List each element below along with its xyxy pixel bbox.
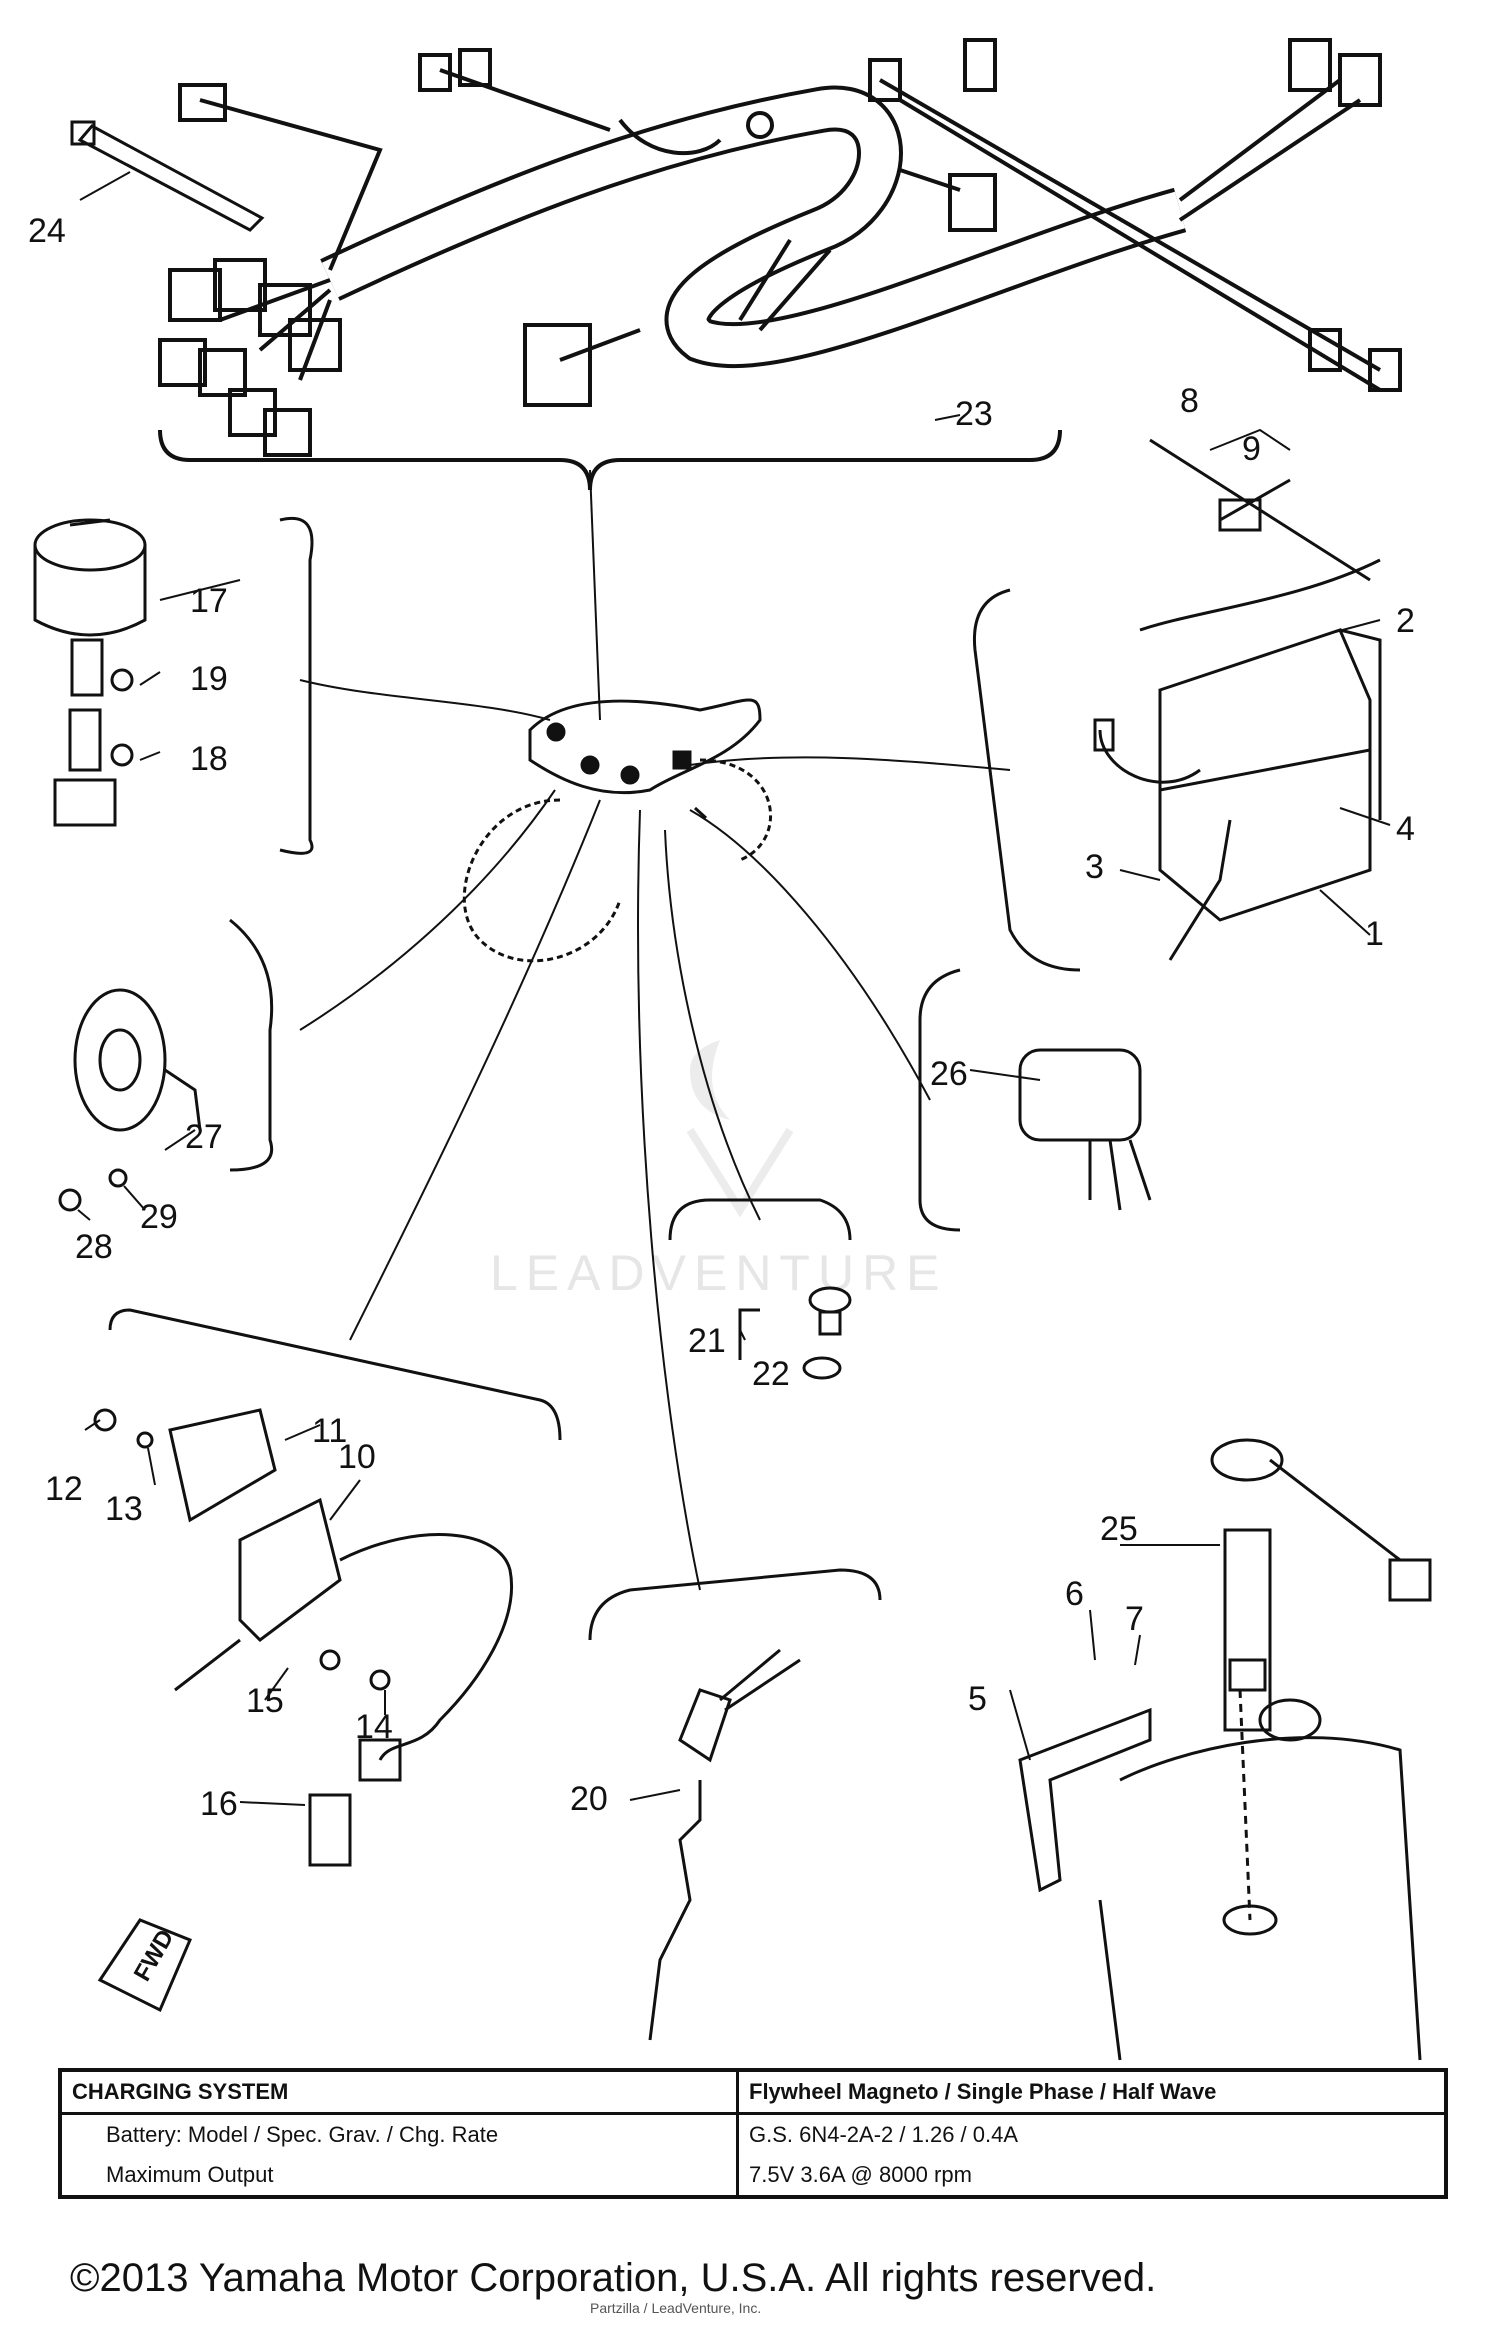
fwd-marker: FWD — [97, 1918, 192, 2013]
rectifier — [918, 968, 1152, 1232]
table-cell: Maximum Output — [106, 2162, 274, 2187]
table-row: CHARGING SYSTEM Flywheel Magneto / Singl… — [60, 2070, 1446, 2115]
callout-8: 8 — [1180, 382, 1199, 420]
ignition-coil — [93, 1308, 562, 1867]
callout-13: 13 — [105, 1490, 143, 1528]
table-cell: Flywheel Magneto / Single Phase / Half W… — [736, 2070, 1446, 2115]
table-row: Battery: Model / Spec. Grav. / Chg. Rate… — [60, 2113, 1446, 2155]
screw-washer — [668, 1198, 852, 1380]
watermark: LEADVENTURE — [490, 1040, 948, 1301]
callout-9: 9 — [1242, 430, 1261, 468]
wire-harness — [158, 38, 1402, 491]
callout-12: 12 — [45, 1470, 83, 1508]
callout-20: 20 — [570, 1780, 608, 1818]
callout-15: 15 — [246, 1682, 284, 1720]
table-row: Maximum Output 7.5V 3.6A @ 8000 rpm — [60, 2155, 1446, 2197]
callout-5: 5 — [968, 1680, 987, 1718]
table-cell: Battery: Model / Spec. Grav. / Chg. Rate — [106, 2122, 499, 2147]
table-cell: CHARGING SYSTEM — [60, 2070, 738, 2115]
callout-22: 22 — [752, 1355, 790, 1393]
callout-25: 25 — [1100, 1510, 1138, 1548]
horn — [58, 918, 274, 1212]
callout-18: 18 — [190, 740, 228, 778]
copyright-notice: ©2013 Yamaha Motor Corporation, U.S.A. A… — [70, 2256, 1157, 2300]
image-credit: Partzilla / LeadVenture, Inc. — [590, 2300, 762, 2316]
callout-23: 23 — [955, 395, 993, 433]
callout-leaders — [77, 171, 1391, 1806]
callout-19: 19 — [190, 660, 228, 698]
main-switch — [33, 517, 314, 855]
cable-tie — [70, 120, 265, 232]
charging-system-table: CHARGING SYSTEM Flywheel Magneto / Singl… — [58, 2068, 1448, 2199]
callout-29: 29 — [140, 1198, 178, 1236]
callout-2: 2 — [1396, 602, 1415, 640]
oil-tank-bracket — [1018, 1438, 1432, 2061]
callouts: 1 2 3 4 5 6 7 8 9 10 11 12 13 14 15 16 1… — [28, 212, 1415, 1823]
table-cell: 7.5V 3.6A @ 8000 rpm — [736, 2155, 1446, 2197]
frame-mount — [299, 469, 1011, 1591]
callout-27: 27 — [185, 1118, 223, 1156]
fwd-label: FWD — [129, 1925, 180, 1986]
callout-11: 11 — [312, 1412, 347, 1450]
table-cell: G.S. 6N4-2A-2 / 1.26 / 0.4A — [736, 2113, 1446, 2155]
callout-28: 28 — [75, 1228, 113, 1266]
callout-7: 7 — [1125, 1600, 1144, 1638]
callout-1: 1 — [1365, 915, 1384, 953]
watermark-text: LEADVENTURE — [490, 1245, 948, 1301]
callout-6: 6 — [1065, 1575, 1084, 1613]
callout-24: 24 — [28, 212, 66, 250]
callout-3: 3 — [1085, 848, 1104, 886]
callout-26: 26 — [930, 1055, 968, 1093]
callout-4: 4 — [1396, 810, 1415, 848]
callout-16: 16 — [200, 1785, 238, 1823]
battery — [972, 438, 1382, 972]
sender-unit — [588, 1568, 882, 2041]
callout-14: 14 — [355, 1708, 393, 1746]
callout-17: 17 — [190, 582, 228, 620]
callout-21: 21 — [688, 1322, 726, 1360]
callout-10: 10 — [338, 1438, 376, 1476]
